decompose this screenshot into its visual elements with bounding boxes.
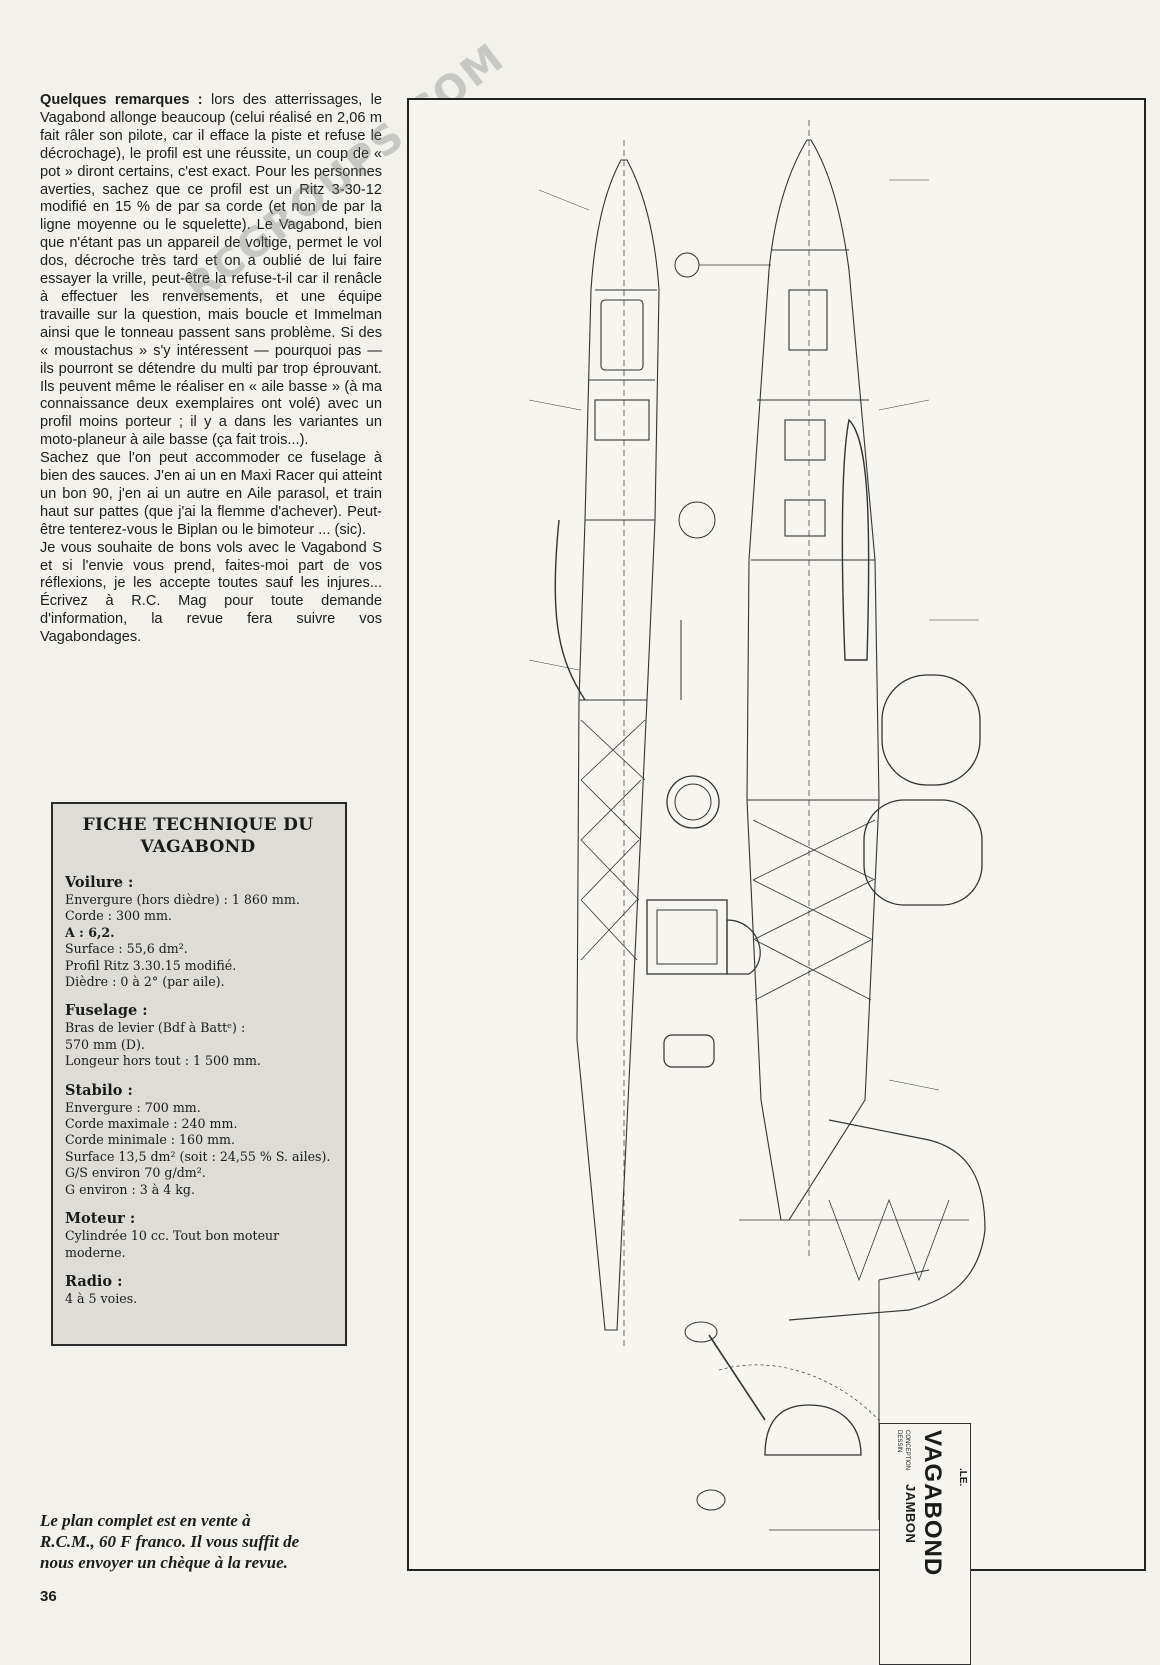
spec-line: 570 mm (D). — [65, 1036, 145, 1052]
paragraph-1: Quelques remarques : lors des atterrissa… — [40, 92, 382, 450]
spec-line: Cylindrée 10 cc. Tout bon moteur moderne… — [65, 1228, 280, 1260]
plan-title-block: .LE. VAGABOND JAMBON CONCEPTION DESSIN — [879, 1423, 971, 1665]
section-heading: Stabilo : — [65, 1081, 133, 1099]
section-heading: Fuselage : — [65, 1002, 148, 1020]
section-radio: Radio : 4 à 5 voies. — [65, 1273, 331, 1307]
spec-line: Dièdre : 0 à 2° (par aile). — [65, 974, 225, 990]
top-view-outline — [746, 139, 880, 1221]
plan-label-conception: CONCEPTION — [904, 1430, 910, 1471]
technical-sheet-title-line-2: VAGABOND — [140, 837, 256, 857]
caption-line: R.C.M., 60 F franco. Il vous suffit de — [40, 1532, 300, 1551]
landing-gear-block — [764, 1404, 862, 1456]
section-heading: Radio : — [65, 1272, 123, 1290]
spec-line: Bras de levier (Bdf à Battᵉ) : — [65, 1020, 246, 1036]
spec-line: Corde maximale : 240 mm. — [65, 1116, 238, 1132]
caption-line: nous envoyer un chèque à la revue. — [40, 1553, 288, 1572]
spec-line: G environ : 3 à 4 kg. — [65, 1181, 195, 1197]
side-view-outline — [576, 159, 660, 1331]
stabilizer-outline — [788, 1119, 986, 1321]
plan-designer: JAMBON — [903, 1484, 918, 1544]
technical-sheet-box: FICHE TECHNIQUE DU VAGABOND Voilure : En… — [51, 802, 347, 1346]
paragraph-2: Sachez que l'on peut accommoder ce fusel… — [40, 450, 382, 538]
technical-sheet-title-line-1: FICHE TECHNIQUE DU — [82, 815, 314, 835]
former-round-large — [666, 775, 720, 829]
spec-line: Surface 13,5 dm² (soit : 24,55 % S. aile… — [65, 1148, 331, 1164]
article-body: Quelques remarques : lors des atterrissa… — [40, 92, 382, 647]
plan-title: VAGABOND — [919, 1430, 946, 1577]
plan-drawing: .LE. VAGABOND JAMBON CONCEPTION DESSIN — [407, 98, 1146, 1665]
spec-line: A : 6,2. — [65, 924, 115, 940]
technical-sheet-title: FICHE TECHNIQUE DU VAGABOND — [65, 814, 331, 858]
caption-line: Le plan complet est en vente à — [40, 1511, 251, 1530]
section-heading: Voilure : — [65, 874, 134, 891]
spec-line: Envergure : 700 mm. — [65, 1099, 201, 1115]
spec-line: Longeur hors tout : 1 500 mm. — [65, 1053, 261, 1069]
spec-line: 4 à 5 voies. — [65, 1290, 138, 1306]
section-stabilo: Stabilo : Envergure : 700 mm. Corde maxi… — [65, 1082, 331, 1198]
article-lead: Quelques remarques : — [40, 92, 203, 108]
spec-line: Surface : 55,6 dm². — [65, 941, 188, 957]
plan-label-dessin: DESSIN — [896, 1430, 902, 1453]
plan-caption: Le plan complet est en vente à R.C.M., 6… — [40, 1510, 380, 1573]
former-f1 — [881, 674, 981, 786]
section-heading: Moteur : — [65, 1210, 136, 1228]
plan-title-small: .LE. — [957, 1468, 968, 1487]
spec-line: G/S environ 70 g/dm². — [65, 1165, 206, 1181]
spec-line: Profil Ritz 3.30.15 modifié. — [65, 957, 237, 973]
section-moteur: Moteur : Cylindrée 10 cc. Tout bon moteu… — [65, 1210, 331, 1261]
spec-line: Corde : 300 mm. — [65, 908, 172, 924]
former-f2 — [863, 799, 983, 906]
fuselage-blueprint — [528, 120, 986, 1531]
paragraph-3: Je vous souhaite de bons vols avec le Va… — [40, 539, 382, 646]
spec-line: Corde minimale : 160 mm. — [65, 1132, 235, 1148]
article-column: Quelques remarques : lors des atterrissa… — [40, 92, 382, 647]
spec-line: Envergure (hors dièdre) : 1 860 mm. — [65, 892, 300, 907]
paragraph-1-text: lors des atterrissages, le Vagabond allo… — [40, 92, 382, 449]
section-voilure: Voilure : Envergure (hors dièdre) : 1 86… — [65, 874, 331, 990]
section-fuselage: Fuselage : Bras de levier (Bdf à Battᵉ) … — [65, 1002, 331, 1069]
page-number: 36 — [40, 1588, 57, 1605]
